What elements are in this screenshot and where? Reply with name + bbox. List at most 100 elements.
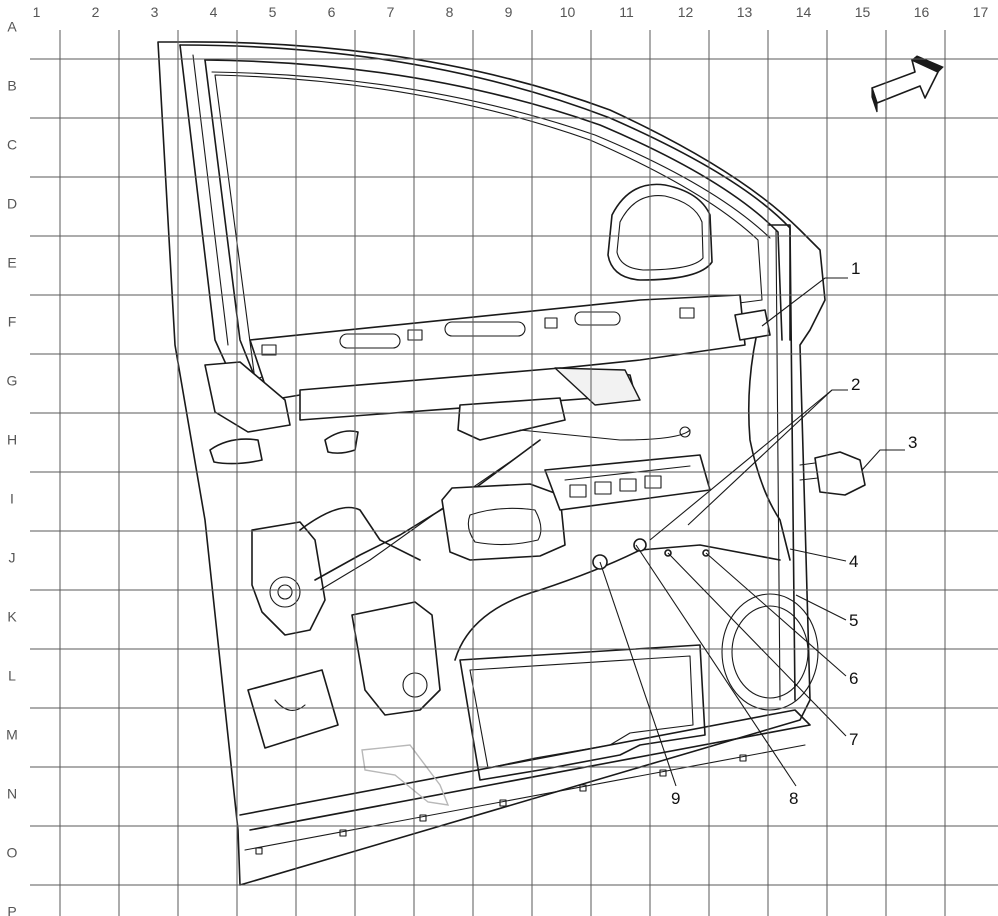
lock-cylinder-inner bbox=[277, 584, 293, 600]
outside-mirror bbox=[607, 183, 713, 281]
callout-label-7: 7 bbox=[849, 730, 858, 749]
grid-row-label: M bbox=[6, 727, 18, 743]
switch-1 bbox=[569, 484, 587, 498]
window-channel-line bbox=[211, 71, 771, 239]
door-module-panel bbox=[459, 644, 706, 781]
speaker-inner bbox=[731, 605, 809, 699]
callout-3: 3 bbox=[861, 433, 917, 471]
grid-row-label: F bbox=[8, 314, 17, 330]
grid-column-label: 3 bbox=[151, 4, 159, 20]
sill-hole-1 bbox=[255, 847, 263, 855]
grid-column-label: 14 bbox=[796, 4, 812, 20]
sill-hole-2 bbox=[339, 829, 347, 837]
callout-5: 5 bbox=[795, 594, 858, 630]
callout-label-8: 8 bbox=[789, 789, 798, 808]
belt-slot-3 bbox=[574, 311, 621, 326]
grid-row-label: A bbox=[7, 19, 17, 35]
hinge-tab-upper bbox=[209, 438, 263, 465]
grid-row-label: N bbox=[7, 786, 17, 802]
regulator-cable-lower bbox=[454, 544, 781, 661]
regulator-motor-upper bbox=[457, 397, 566, 441]
callout-label-2: 2 bbox=[851, 375, 860, 394]
bracket-fastener bbox=[402, 672, 428, 698]
grid-column-label: 4 bbox=[210, 4, 218, 20]
switch-2 bbox=[594, 481, 612, 495]
belt-hole-1 bbox=[261, 344, 277, 356]
sill-hole-6 bbox=[659, 769, 667, 777]
callout-9: 9 bbox=[599, 561, 680, 808]
belt-slot-1 bbox=[339, 333, 401, 349]
grid-column-label: 11 bbox=[619, 4, 634, 20]
sill-hole-5 bbox=[579, 784, 587, 792]
grid-column-label: 5 bbox=[269, 4, 277, 20]
belt-slot-2 bbox=[444, 321, 526, 337]
callout-4: 4 bbox=[789, 548, 858, 571]
belt-hole-2 bbox=[407, 329, 423, 341]
harness-grommet bbox=[814, 451, 866, 496]
hinge-plate-curve bbox=[274, 699, 306, 711]
callout-6: 6 bbox=[705, 552, 858, 688]
callout-label-4: 4 bbox=[849, 552, 858, 571]
regulator-cable-upper bbox=[519, 429, 691, 441]
grid-column-label: 16 bbox=[914, 4, 930, 20]
reference-grid bbox=[30, 30, 998, 916]
callout-7: 7 bbox=[667, 552, 858, 749]
door-assembly-drawing bbox=[157, 41, 944, 886]
mirror-glass bbox=[616, 194, 704, 271]
grid-row-label: L bbox=[8, 668, 16, 684]
lower-sill-inner bbox=[244, 744, 806, 851]
grid-column-label: 7 bbox=[387, 4, 395, 20]
inside-handle-bezel bbox=[441, 483, 566, 561]
window-frame-inner bbox=[204, 59, 783, 341]
hinge-pillar-block bbox=[204, 361, 291, 433]
grid-column-label: 2 bbox=[92, 4, 100, 20]
lower-hinge-plate bbox=[247, 669, 339, 749]
sill-hole-7 bbox=[739, 754, 747, 762]
door-outer-frame bbox=[157, 41, 826, 886]
grid-column-label: 6 bbox=[328, 4, 336, 20]
lock-rod-upper bbox=[299, 506, 421, 561]
callout-label-5: 5 bbox=[849, 611, 858, 630]
grid-row-label: K bbox=[7, 609, 17, 625]
lock-rod-2 bbox=[319, 454, 521, 591]
grid-row-label: D bbox=[7, 196, 17, 212]
callout-label-6: 6 bbox=[849, 669, 858, 688]
cable-end-upper bbox=[679, 426, 691, 438]
lower-bracket bbox=[351, 601, 441, 716]
hinge-tab-lower bbox=[324, 430, 359, 454]
callout-label-1: 1 bbox=[851, 259, 860, 278]
grid-column-label: 1 bbox=[33, 4, 41, 20]
grid-row-label: I bbox=[10, 491, 14, 507]
grid-row-label: B bbox=[7, 78, 16, 94]
grid-column-label: 8 bbox=[446, 4, 454, 20]
window-opening bbox=[214, 74, 763, 381]
belt-hole-3 bbox=[544, 317, 558, 329]
grid-row-label: H bbox=[7, 432, 17, 448]
harness-connector-upper bbox=[734, 309, 771, 341]
cable-pulley-2 bbox=[633, 538, 647, 552]
window-switch-panel bbox=[544, 454, 711, 511]
belt-hole-4 bbox=[679, 307, 695, 319]
grid-column-label: 10 bbox=[560, 4, 576, 20]
grid-row-label: P bbox=[7, 904, 16, 916]
grid-row-label: C bbox=[7, 137, 17, 153]
grid-column-label: 15 bbox=[855, 4, 871, 20]
callout-label-3: 3 bbox=[908, 433, 917, 452]
grid-column-label: 17 bbox=[973, 4, 989, 20]
grid-row-label: G bbox=[7, 373, 18, 389]
grommet-ribs bbox=[799, 462, 819, 481]
rear-channel-inner bbox=[775, 229, 781, 701]
regulator-bracket bbox=[554, 367, 641, 406]
callout-2: 2 bbox=[649, 375, 860, 541]
grid-column-label: 9 bbox=[505, 4, 513, 20]
grid-row-label: E bbox=[7, 255, 16, 271]
sill-hole-4 bbox=[499, 799, 507, 807]
door-lock-actuator bbox=[251, 521, 326, 636]
front-pillar-channel bbox=[192, 54, 229, 346]
grid-column-label: 12 bbox=[678, 4, 694, 20]
rear-glass-run-channel bbox=[767, 224, 796, 701]
grid-row-label: J bbox=[9, 550, 16, 566]
lock-cylinder bbox=[269, 576, 301, 608]
